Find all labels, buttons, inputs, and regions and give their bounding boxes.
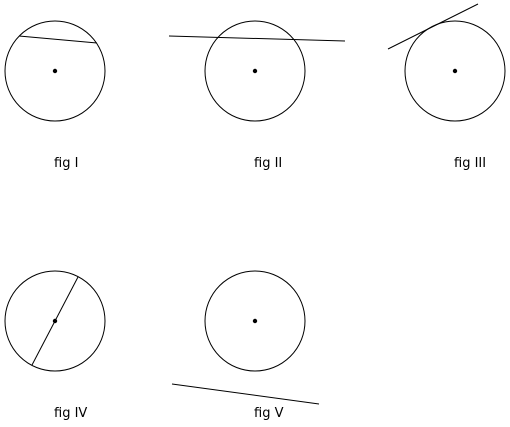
figure-5: fig V bbox=[171, 270, 320, 421]
fig-4-circle bbox=[4, 270, 106, 372]
fig-1-label: fig I bbox=[54, 156, 78, 171]
fig-3-circle bbox=[404, 20, 506, 122]
figure-2: fig II bbox=[168, 20, 346, 171]
fig-1-circle bbox=[4, 20, 106, 122]
fig-5-circle bbox=[204, 270, 306, 372]
fig-2-circle bbox=[204, 20, 306, 122]
figure-3: fig III bbox=[387, 3, 506, 171]
figure-1: fig I bbox=[4, 20, 106, 171]
figure-4: fig IV bbox=[4, 270, 106, 421]
fig-5-center-point bbox=[252, 318, 258, 324]
fig-1-chord bbox=[18, 35, 98, 44]
fig-4-label: fig IV bbox=[54, 406, 87, 421]
fig-2-secant bbox=[168, 35, 346, 42]
fig-1-center-point bbox=[52, 68, 58, 74]
fig-3-center-point bbox=[452, 68, 458, 74]
fig-5-external-line bbox=[171, 383, 320, 405]
fig-2-label: fig II bbox=[254, 156, 282, 171]
fig-3-label: fig III bbox=[454, 156, 486, 171]
fig-2-center-point bbox=[252, 68, 258, 74]
fig-4-diameter bbox=[31, 276, 79, 366]
fig-3-tangent bbox=[387, 3, 479, 50]
fig-5-label: fig V bbox=[254, 406, 284, 421]
